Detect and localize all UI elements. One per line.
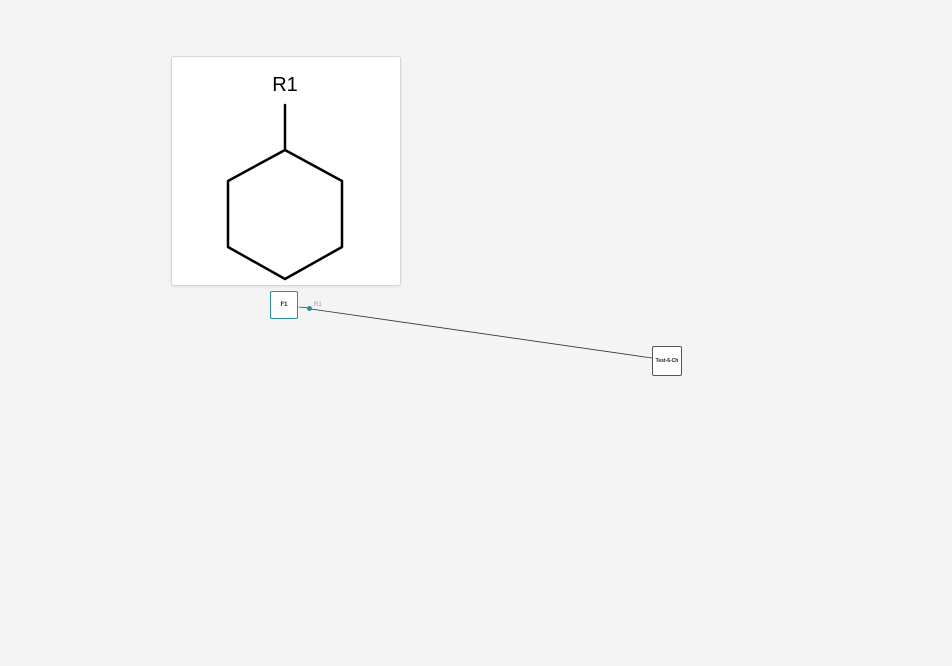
r-group-label: R1: [272, 74, 298, 96]
fragment-to-target-edge[interactable]: [310, 308, 653, 359]
structure-preview-card[interactable]: R1: [171, 56, 401, 286]
attachment-port[interactable]: [307, 306, 312, 311]
fragment-node[interactable]: F1: [270, 291, 298, 319]
attachment-port-label: R1: [314, 302, 322, 308]
target-node-label: Test-6-Ch: [655, 358, 679, 364]
fragment-node-label: F1: [280, 302, 288, 308]
cyclohexane-ring: [226, 148, 344, 281]
target-node[interactable]: Test-6-Ch: [652, 346, 682, 376]
cyclohexane-structure: R1: [226, 74, 344, 281]
